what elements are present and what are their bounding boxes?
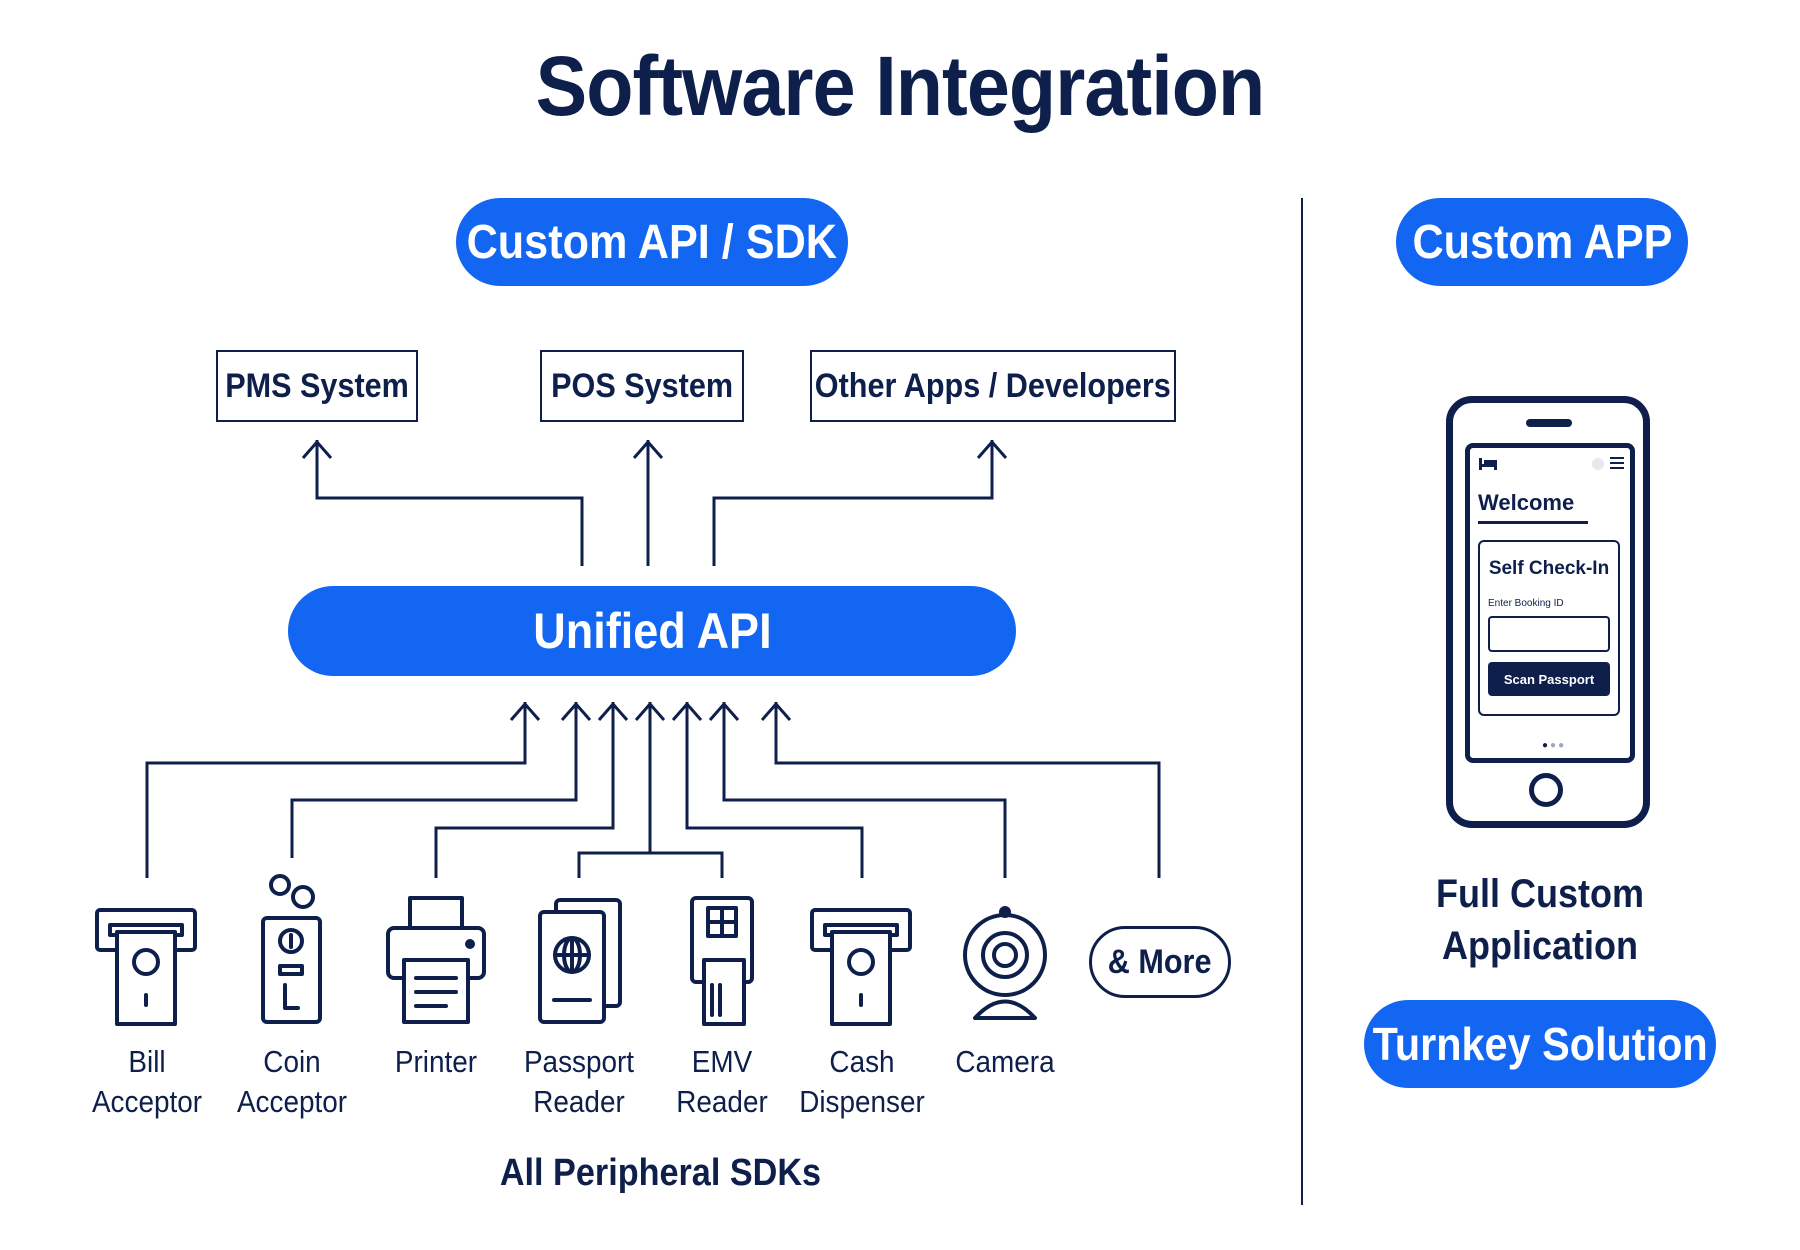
- connector-more: [774, 702, 1161, 878]
- bed-icon: [1479, 458, 1497, 470]
- cash-dispenser-icon: [810, 908, 912, 1026]
- home-button[interactable]: [1529, 773, 1563, 807]
- status-dot-icon: [1592, 458, 1604, 470]
- label-printer: Printer: [394, 1044, 478, 1079]
- phone-screen: Welcome Self Check-In Enter Booking ID S…: [1465, 443, 1635, 763]
- camera-icon: [963, 906, 1047, 1020]
- page-indicator-dots: ●●●: [1542, 740, 1567, 751]
- custom-api-sdk-pill: Custom API / SDK: [456, 198, 848, 286]
- connector-to-other-apps: [712, 440, 994, 566]
- booking-id-input[interactable]: [1488, 616, 1610, 652]
- menu-icon[interactable]: [1610, 457, 1624, 469]
- emv-reader-icon: [690, 896, 754, 1026]
- connector-bill: [145, 702, 527, 878]
- passport-reader-icon: [538, 898, 622, 1024]
- unified-api-pill: Unified API: [288, 586, 1016, 676]
- phone-mockup: Welcome Self Check-In Enter Booking ID S…: [1446, 396, 1650, 828]
- scan-passport-button[interactable]: Scan Passport: [1488, 662, 1610, 696]
- coin-acceptor-icon: [261, 874, 322, 1024]
- booking-id-label: Enter Booking ID: [1488, 598, 1564, 609]
- page-title: Software Integration: [535, 39, 1266, 133]
- connector-printer: [434, 702, 615, 878]
- connector-to-pms: [315, 440, 584, 566]
- pms-system-box: PMS System: [216, 350, 418, 422]
- more-pill: & More: [1089, 926, 1231, 998]
- pos-system-box: POS System: [540, 350, 744, 422]
- full-custom-application-label: Full Custom Application: [1436, 872, 1644, 968]
- connector-cash: [685, 702, 864, 878]
- bill-acceptor-icon: [95, 908, 197, 1026]
- phone-speaker: [1526, 419, 1572, 427]
- all-peripheral-sdks-label: All Peripheral SDKs: [499, 1152, 821, 1194]
- self-checkin-title: Self Check-In: [1488, 558, 1610, 579]
- connector-camera: [722, 702, 1007, 878]
- connector-passport-emv: [577, 851, 724, 878]
- self-checkin-card: Self Check-In Enter Booking ID Scan Pass…: [1478, 540, 1620, 716]
- custom-app-pill: Custom APP: [1396, 198, 1688, 286]
- other-apps-box: Other Apps / Developers: [810, 350, 1176, 422]
- connector-coin: [290, 702, 578, 858]
- printer-icon: [386, 896, 486, 1024]
- label-camera: Camera: [955, 1044, 1055, 1079]
- turnkey-solution-pill: Turnkey Solution: [1364, 1000, 1716, 1088]
- phone-welcome-text: Welcome: [1478, 490, 1575, 515]
- welcome-underline: [1478, 521, 1588, 524]
